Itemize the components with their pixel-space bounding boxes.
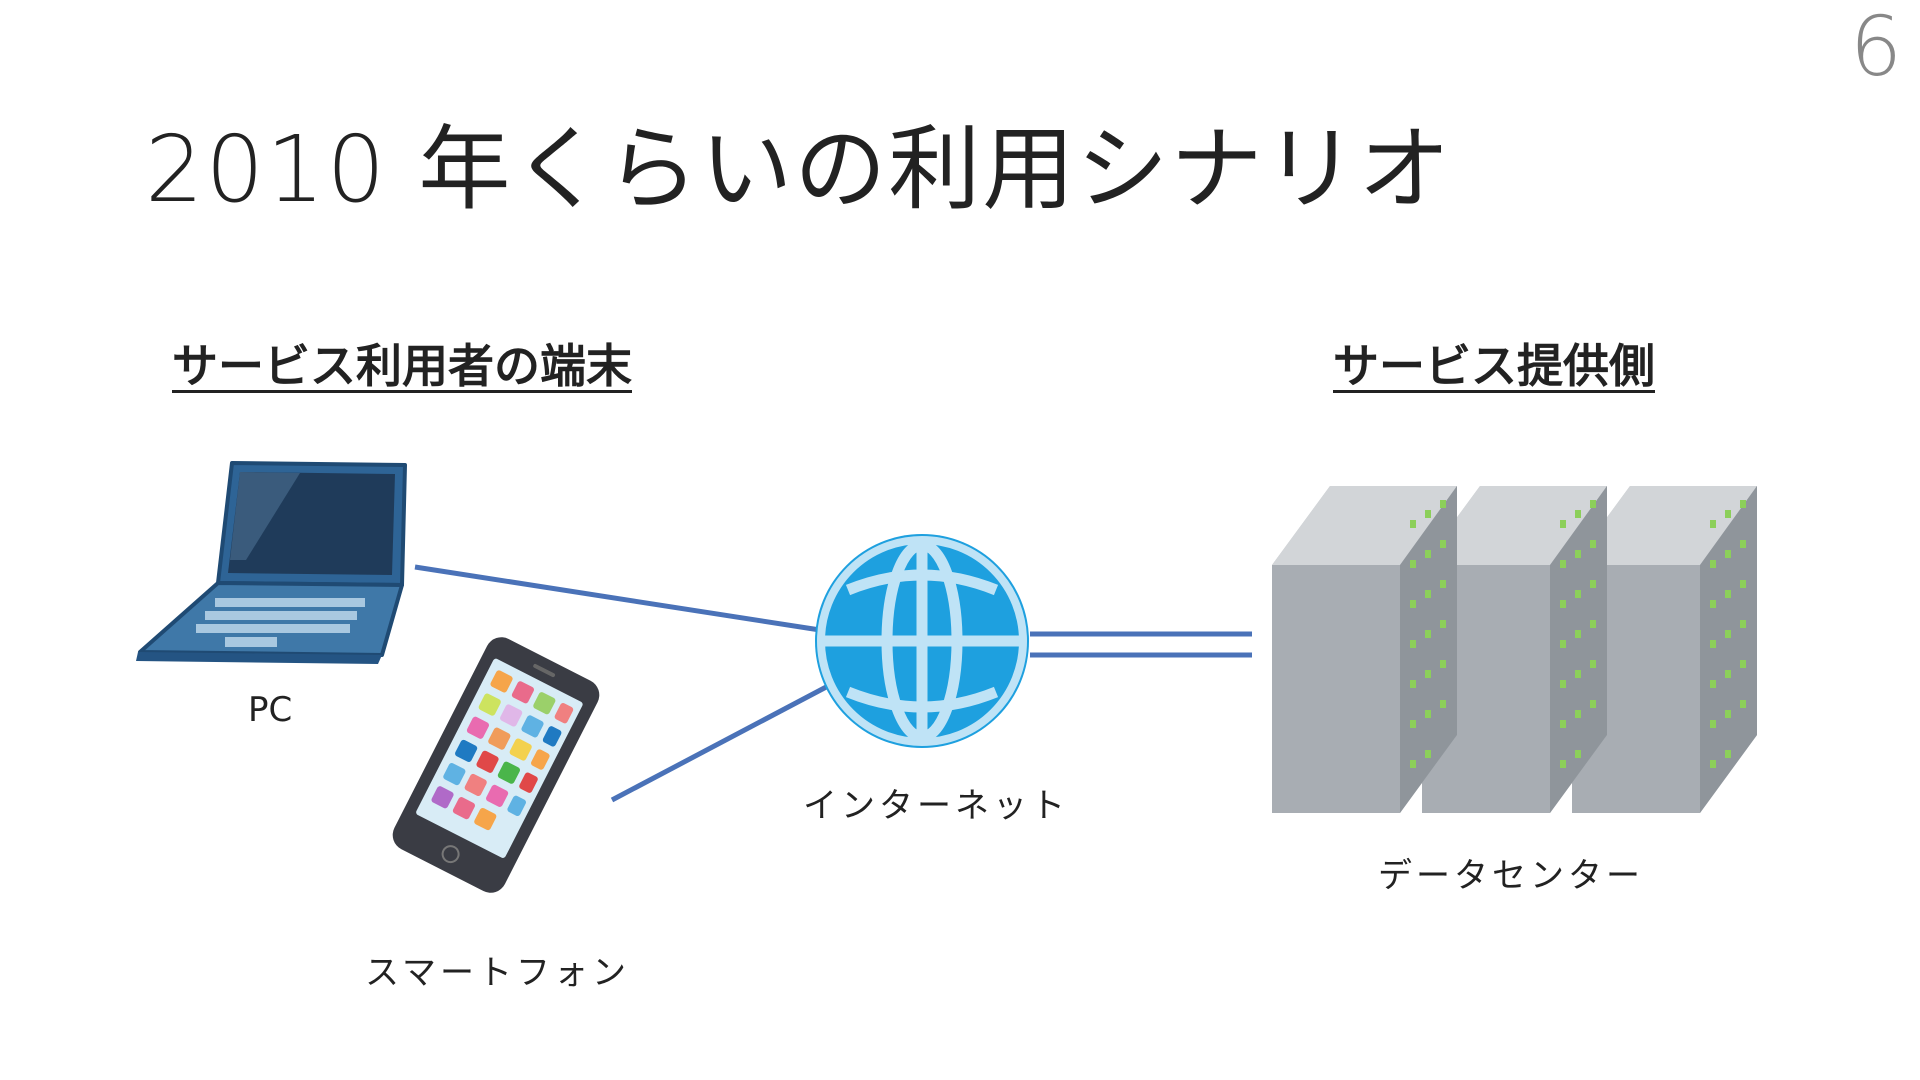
page-number: 6 [1849, 0, 1902, 95]
laptop-icon [136, 461, 407, 664]
client-side-heading: サービス利用者の端末 [172, 339, 632, 393]
smartphone-icon [392, 637, 600, 893]
server-unit [1272, 486, 1457, 813]
provider-side-heading: サービス提供側 [1333, 339, 1655, 393]
connector-phone-internet [610, 682, 832, 803]
internet-label: インターネット [803, 786, 1069, 826]
slide-title: 2010 年くらいの利用シナリオ [145, 116, 1453, 223]
connector-lines [414, 564, 1252, 803]
server-rack-icon [1272, 486, 1757, 813]
globe-icon [815, 534, 1029, 748]
connector-pc-internet [414, 564, 821, 633]
smartphone-label: スマートフォン [365, 953, 630, 993]
datacenter-label: データセンター [1378, 856, 1644, 896]
pc-label: PC [248, 690, 293, 730]
server-unit [1572, 486, 1757, 813]
